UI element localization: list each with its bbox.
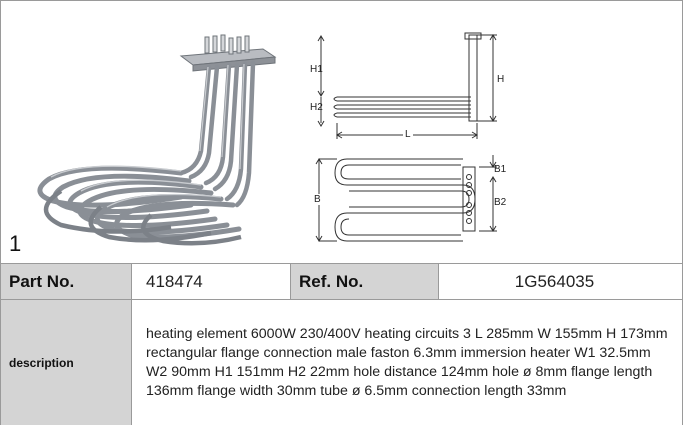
heating-element-photo xyxy=(37,34,277,246)
description-text: heating element 6000W 230/400V heating c… xyxy=(132,300,682,425)
dim-label-b2: B2 xyxy=(494,197,507,208)
description-label: description xyxy=(1,300,132,425)
description-row: description heating element 6000W 230/40… xyxy=(1,299,682,425)
dim-label-h1: H1 xyxy=(310,64,323,75)
description-text-content: heating element 6000W 230/400V heating c… xyxy=(146,325,668,399)
dim-label-h2: H2 xyxy=(310,102,323,113)
ref-no-value: 1G564035 xyxy=(439,264,682,300)
product-figure: H1 H2 H L xyxy=(1,1,682,263)
dim-label-b: B xyxy=(314,194,321,205)
part-no-label: Part No. xyxy=(1,264,132,300)
top-view-drawing xyxy=(315,155,497,242)
dim-label-l: L xyxy=(403,129,413,140)
figure-index-label: 1 xyxy=(9,231,22,256)
ref-no-label: Ref. No. xyxy=(291,264,439,300)
dim-label-b1: B1 xyxy=(494,164,507,175)
part-no-value: 418474 xyxy=(132,264,291,300)
side-view-drawing xyxy=(317,32,497,139)
dim-label-h: H xyxy=(497,74,505,85)
part-info-row: Part No. 418474 Ref. No. 1G564035 xyxy=(1,263,682,300)
